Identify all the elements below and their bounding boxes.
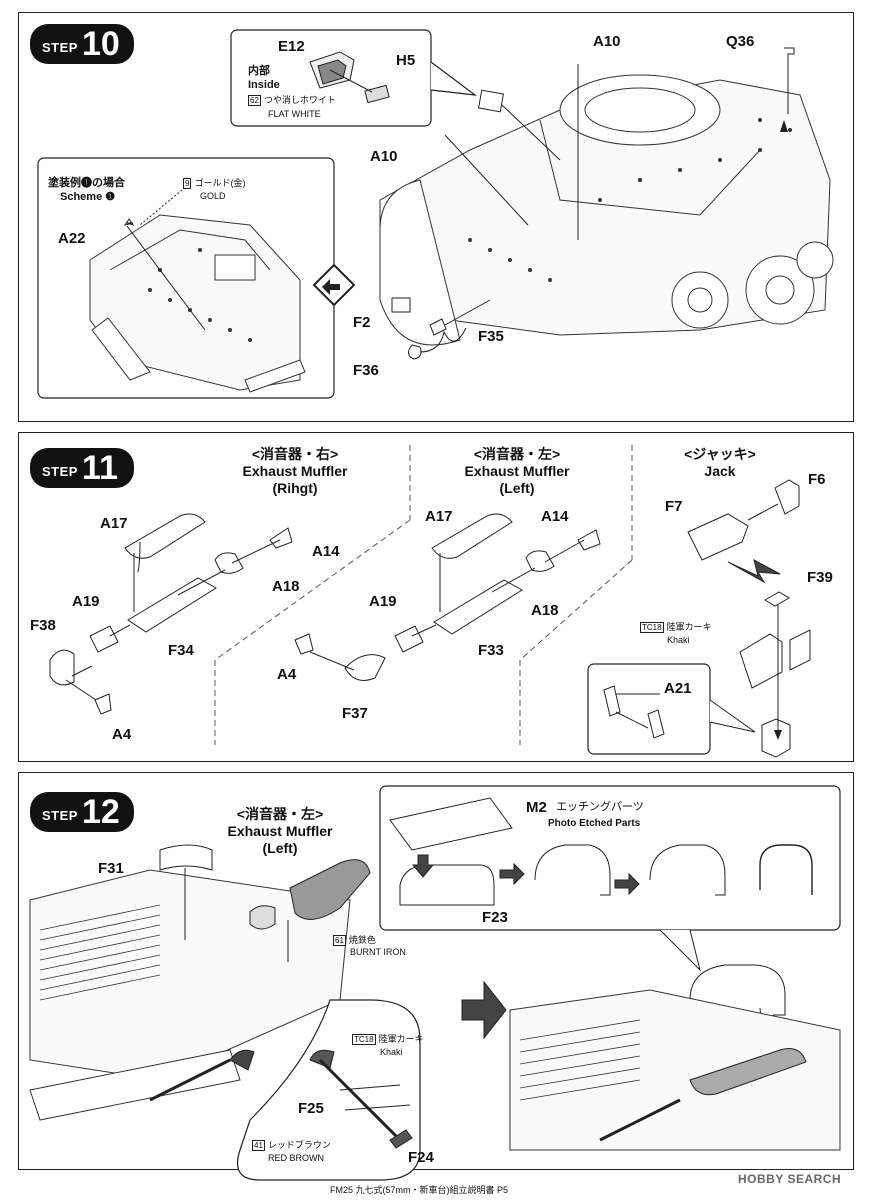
step-word: STEP [42, 39, 78, 55]
paint-en: Khaki [667, 635, 690, 645]
part-f31-label: F31 [98, 860, 124, 877]
step12-badge: STEP 12 [30, 792, 134, 832]
title-en2: (Left) [262, 840, 298, 856]
step-number: 10 [81, 25, 120, 63]
paint-code: 9 [183, 178, 192, 189]
part-a4-label: A4 [277, 666, 297, 683]
muffler-right-title: <消音器・右> Exhaust Muffler (Rihgt) [220, 446, 370, 497]
part-f24-label: F24 [408, 1149, 434, 1166]
part-a19-label: A19 [369, 593, 397, 610]
part-f38-label: F38 [30, 617, 56, 634]
paint-code: 41 [252, 1140, 265, 1151]
part-f23-label: F23 [482, 909, 508, 926]
jack-title: <ジャッキ> Jack [670, 446, 770, 480]
paint-jp: つや消しホワイト [263, 95, 336, 105]
title-en1: Exhaust Muffler [242, 463, 348, 479]
etched-en-label: Photo Etched Parts [548, 818, 641, 829]
part-f2-label: F2 [353, 314, 371, 331]
title-en2: (Left) [499, 480, 535, 496]
part-a18-label: A18 [531, 602, 559, 619]
footer-text: FM25 九七式(57mm・新車台)組立説明書 P5 [330, 1185, 509, 1195]
etched-jp-label: エッチングパーツ [556, 801, 644, 813]
part-f35-label: F35 [478, 328, 504, 345]
part-f33-label: F33 [478, 642, 504, 659]
title-en2: (Rihgt) [272, 480, 318, 496]
part-f37-label: F37 [342, 705, 368, 722]
muffler-left-title: <消音器・左> Exhaust Muffler (Left) [447, 446, 587, 497]
paint-code: 62 [248, 95, 261, 106]
title-jp: <消音器・右> [251, 446, 339, 462]
paint-code: TC18 [352, 1034, 376, 1045]
part-f34-label: F34 [168, 642, 194, 659]
step-word: STEP [42, 807, 78, 823]
part-a22-label: A22 [58, 230, 86, 247]
step-number: 11 [81, 449, 118, 487]
step-number: 12 [81, 793, 120, 831]
paint-en: RED BROWN [268, 1153, 324, 1163]
paint-en: Khaki [380, 1047, 403, 1057]
paint-code: 61 [333, 935, 346, 946]
inside-en-label: Inside [248, 79, 280, 91]
title-en: Jack [704, 463, 736, 479]
step10-badge: STEP 10 [30, 24, 134, 64]
part-a21-label: A21 [664, 680, 692, 697]
part-f36-label: F36 [353, 362, 379, 379]
paint-en: GOLD [200, 191, 226, 201]
step-word: STEP [42, 463, 78, 479]
part-m2-label: M2 [526, 799, 547, 816]
hobby-search-watermark: HOBBY SEARCH [738, 1172, 842, 1186]
part-a17-label: A17 [425, 508, 453, 525]
part-a10-top-label: A10 [593, 33, 621, 50]
part-e12-label: E12 [278, 38, 305, 55]
paint-jp: 焼鉄色 [348, 935, 376, 945]
step11-badge: STEP 11 [30, 448, 134, 488]
part-a14-label: A14 [312, 543, 340, 560]
title-jp: <消音器・左> [236, 806, 324, 822]
title-jp: <消音器・左> [473, 446, 561, 462]
paint-jp: 陸軍カーキ [378, 1034, 424, 1044]
scheme-en-label: Scheme ❶ [60, 191, 116, 203]
part-f39-label: F39 [807, 569, 833, 586]
part-a18-label: A18 [272, 578, 300, 595]
title-en1: Exhaust Muffler [464, 463, 570, 479]
paint-jp: 陸軍カーキ [666, 622, 712, 632]
part-a14-label: A14 [541, 508, 569, 525]
part-a10-left-label: A10 [370, 148, 398, 165]
part-a17-label: A17 [100, 515, 128, 532]
paint-jp: ゴールド(金) [194, 178, 246, 188]
scheme-jp-label: 塗装例❶の場合 [48, 177, 125, 189]
paint-en: BURNT IRON [350, 947, 406, 957]
paint-code: TC18 [640, 622, 664, 633]
inside-jp-label: 内部 [248, 65, 270, 77]
step12-muffler-title: <消音器・左> Exhaust Muffler (Left) [220, 806, 340, 857]
paint-en: FLAT WHITE [268, 109, 321, 119]
part-f7-label: F7 [665, 498, 683, 515]
title-en1: Exhaust Muffler [227, 823, 333, 839]
part-f6-label: F6 [808, 471, 826, 488]
paint-jp: レッドブラウン [267, 1140, 331, 1150]
title-jp: <ジャッキ> [684, 446, 756, 462]
part-a4-label: A4 [112, 726, 132, 743]
part-a19-label: A19 [72, 593, 100, 610]
part-h5-label: H5 [396, 52, 416, 69]
part-q36-label: Q36 [726, 33, 755, 50]
part-f25-label: F25 [298, 1100, 324, 1117]
